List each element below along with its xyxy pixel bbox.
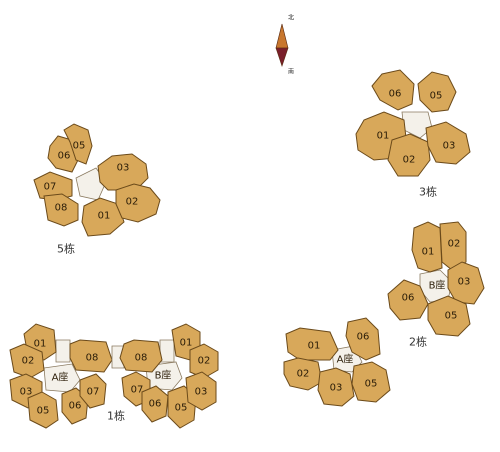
unit-label-03: 03 <box>117 163 130 174</box>
compass: 北 南 <box>275 14 294 76</box>
unit-08 <box>69 339 113 373</box>
core-area <box>75 167 107 201</box>
unit-label-03: 03 <box>458 277 471 288</box>
unit-label-07: 07 <box>131 385 144 396</box>
unit-08 <box>43 193 79 227</box>
unit-07 <box>79 373 107 409</box>
building-2-a: 01 06 02 03 05 A座 <box>283 317 391 407</box>
building-1: 01 02 08 03 05 06 07 A座 08 01 02 07 06 0… <box>9 323 219 429</box>
compass-north-arrow <box>275 23 289 49</box>
unit-label-01: 01 <box>422 247 435 258</box>
unit-02 <box>387 133 431 177</box>
unit-02 <box>189 343 219 379</box>
unit-03 <box>97 153 149 191</box>
compass-south-label: 南 <box>288 68 294 76</box>
building-label-5: 5栋 <box>57 242 75 256</box>
unit-label-06: 06 <box>149 399 162 410</box>
unit-label-03: 03 <box>20 387 33 398</box>
unit-06 <box>371 69 415 111</box>
unit-05 <box>427 295 471 337</box>
unit-07 <box>33 171 73 201</box>
unit-01 <box>81 197 125 237</box>
unit-label-06: 06 <box>402 293 415 304</box>
building-label-3: 3栋 <box>419 185 437 199</box>
unit-label-03: 03 <box>195 387 208 398</box>
building-5: 06 05 03 07 08 01 02 5栋 <box>33 123 161 256</box>
unit-02 <box>115 183 161 223</box>
unit-label-06: 06 <box>58 151 71 162</box>
unit-label-01: 01 <box>308 341 321 352</box>
unit-05 <box>63 123 93 165</box>
unit-label-01: 01 <box>34 339 47 350</box>
unit-label-05: 05 <box>430 91 443 102</box>
link-corridor-a <box>55 339 71 363</box>
unit-03 <box>425 121 471 165</box>
unit-05 <box>351 361 391 403</box>
unit-03 <box>447 261 485 305</box>
center-link <box>111 345 125 369</box>
core-label-a: A座 <box>52 371 69 384</box>
unit-label-05: 05 <box>445 311 458 322</box>
unit-label-08: 08 <box>55 203 68 214</box>
core-label-b: B座 <box>155 369 172 382</box>
unit-label-03: 03 <box>443 141 456 152</box>
unit-label-06: 06 <box>357 332 370 343</box>
unit-label-08: 08 <box>135 353 148 364</box>
unit-label-06: 06 <box>69 401 82 412</box>
unit-label-03: 03 <box>330 383 343 394</box>
unit-label-02: 02 <box>126 197 139 208</box>
compass-south-arrow <box>275 47 289 67</box>
building-label-2: 2栋 <box>409 335 427 349</box>
unit-08 <box>119 339 163 373</box>
building-2-b: 01 02 03 06 05 B座 2栋 <box>387 221 485 349</box>
unit-06 <box>141 385 169 423</box>
unit-01 <box>285 327 339 361</box>
unit-06 <box>345 317 381 361</box>
unit-label-05: 05 <box>73 141 86 152</box>
unit-label-05: 05 <box>37 406 50 417</box>
unit-label-02: 02 <box>297 369 310 380</box>
unit-label-01: 01 <box>377 131 390 142</box>
unit-label-07: 07 <box>87 387 100 398</box>
unit-label-05: 05 <box>365 379 378 390</box>
unit-label-05: 05 <box>175 403 188 414</box>
compass-north-label: 北 <box>288 14 294 22</box>
unit-01 <box>411 221 443 273</box>
core-label-a: A座 <box>337 353 354 366</box>
unit-label-02: 02 <box>448 239 461 250</box>
unit-06 <box>387 279 429 321</box>
unit-02 <box>439 221 467 271</box>
unit-label-07: 07 <box>44 182 57 193</box>
unit-label-01: 01 <box>180 338 193 349</box>
unit-label-01: 01 <box>98 211 111 222</box>
core-label-b: B座 <box>429 279 446 292</box>
unit-03 <box>185 371 217 411</box>
unit-label-02: 02 <box>403 155 416 166</box>
building-label-1: 1栋 <box>107 409 125 423</box>
building-3: 06 05 01 02 03 3栋 <box>355 69 471 199</box>
unit-03 <box>317 367 355 407</box>
unit-05 <box>27 391 59 429</box>
unit-label-02: 02 <box>198 356 211 367</box>
unit-label-02: 02 <box>22 356 35 367</box>
core-area-a <box>43 363 81 393</box>
unit-05 <box>417 71 457 113</box>
unit-02 <box>9 343 45 379</box>
unit-02 <box>283 357 323 391</box>
unit-label-06: 06 <box>389 89 402 100</box>
unit-label-08: 08 <box>86 353 99 364</box>
